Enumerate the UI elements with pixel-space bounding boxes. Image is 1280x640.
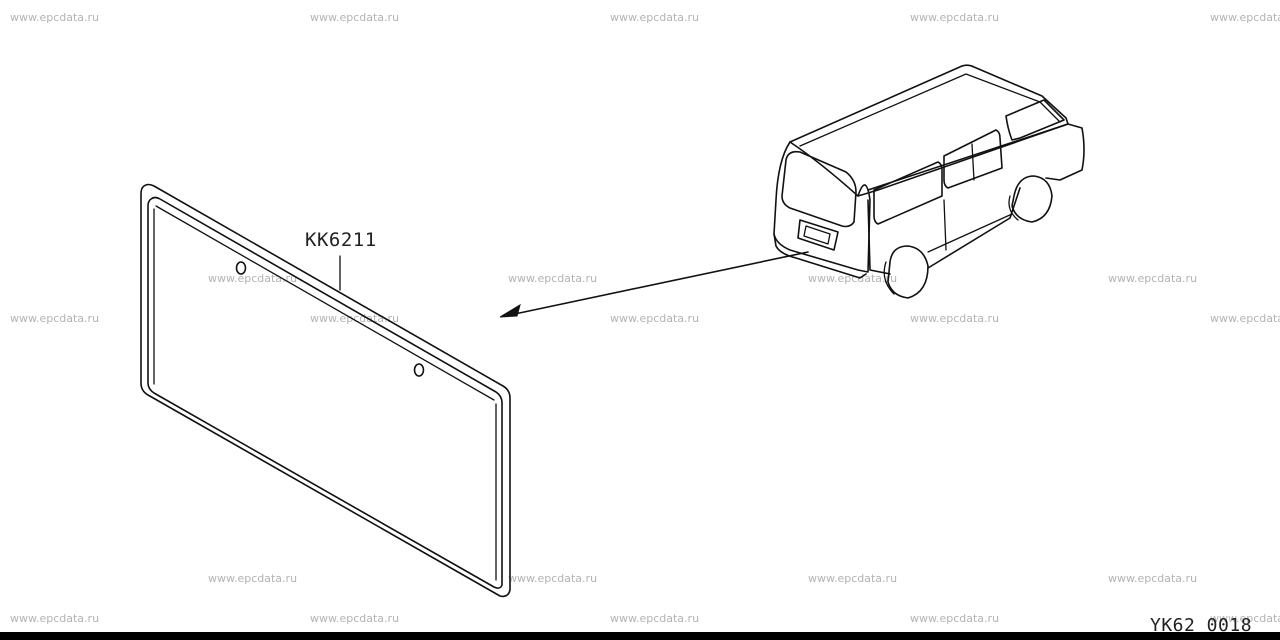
watermark: www.epcdata.ru <box>508 572 598 585</box>
watermark: www.epcdata.ru <box>10 312 100 325</box>
watermark: www.epcdata.ru <box>808 572 898 585</box>
watermark: www.epcdata.ru <box>208 572 298 585</box>
part-number-label[interactable]: KK6211 <box>305 229 377 251</box>
watermark: www.epcdata.ru <box>910 11 1000 24</box>
mounting-hole <box>235 261 247 275</box>
bottom-border-bar <box>0 632 1280 640</box>
watermark: www.epcdata.ru <box>910 612 1000 625</box>
license-plate-frame-outer <box>140 183 511 598</box>
location-arrow-line <box>509 251 809 316</box>
watermark: www.epcdata.ru <box>10 612 100 625</box>
watermark: www.epcdata.ru <box>310 312 400 325</box>
watermark: www.epcdata.ru <box>1210 11 1280 24</box>
mounting-hole <box>413 363 425 377</box>
watermark: www.epcdata.ru <box>1108 572 1198 585</box>
watermark: www.epcdata.ru <box>1210 312 1280 325</box>
watermark: www.epcdata.ru <box>508 272 598 285</box>
watermark: www.epcdata.ru <box>910 312 1000 325</box>
watermark: www.epcdata.ru <box>310 612 400 625</box>
watermark: www.epcdata.ru <box>208 272 298 285</box>
watermark: www.epcdata.ru <box>610 612 700 625</box>
watermark: www.epcdata.ru <box>610 11 700 24</box>
van-illustration <box>773 64 1085 299</box>
license-plate-frame-lip <box>153 205 497 581</box>
watermark: www.epcdata.ru <box>10 11 100 24</box>
license-plate-frame-inner <box>147 196 503 589</box>
watermark: www.epcdata.ru <box>1210 612 1280 625</box>
watermark: www.epcdata.ru <box>310 11 400 24</box>
watermark: www.epcdata.ru <box>808 272 898 285</box>
location-arrow-head <box>499 303 521 318</box>
watermark: www.epcdata.ru <box>610 312 700 325</box>
watermark: www.epcdata.ru <box>1108 272 1198 285</box>
diagram-id-label: YK62 0018 <box>1150 615 1253 636</box>
